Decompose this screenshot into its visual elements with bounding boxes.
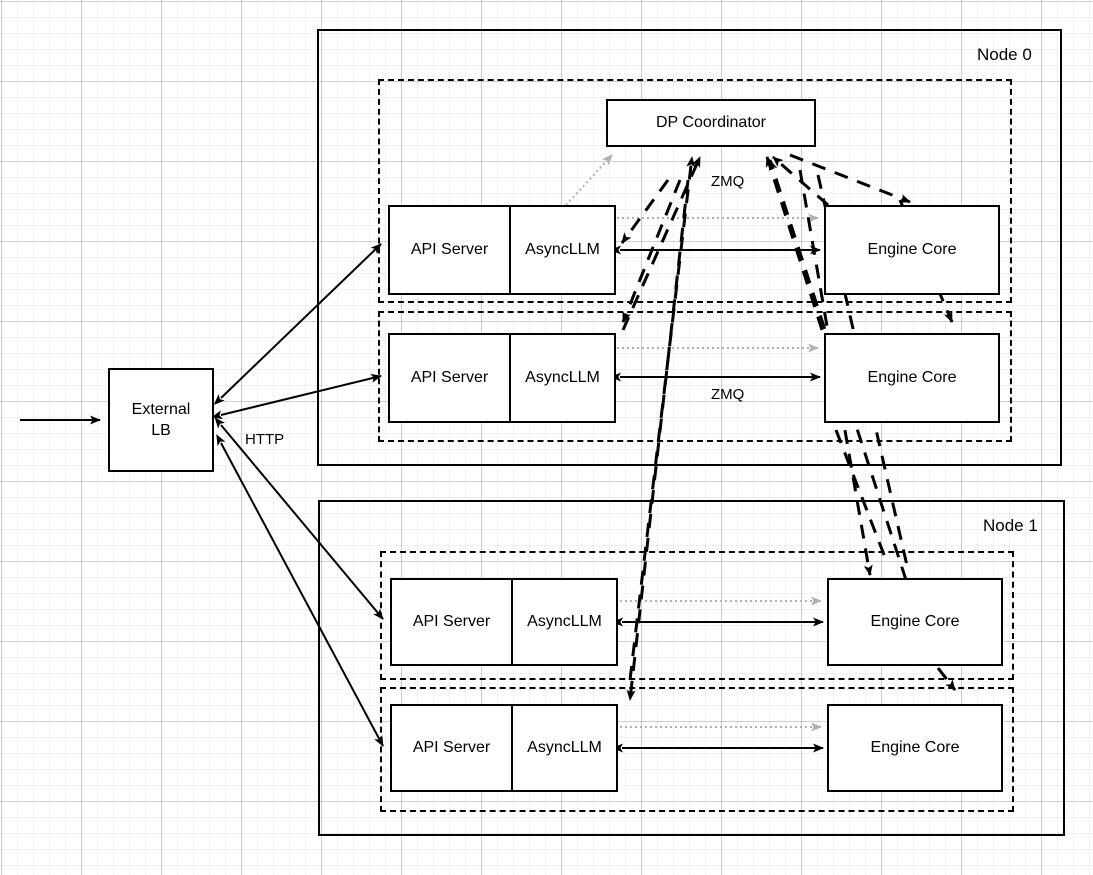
node-1-container [318, 500, 1065, 836]
node-0-rank-0-group [378, 79, 1012, 303]
node-0-container [317, 29, 1062, 466]
http-edge-label: HTTP [245, 431, 285, 448]
node-1-rank-1-engine-core-box[interactable]: Engine Core [827, 704, 1003, 792]
node-0-rank-0-engine-core-box[interactable]: Engine Core [824, 205, 1000, 295]
external-lb-box[interactable]: External LB [108, 368, 214, 472]
node-1-rank-1-asyncllm-label: AsyncLLM [527, 739, 602, 756]
external-lb-label-line1: External [131, 401, 191, 418]
node-0-rank-1-group [378, 311, 1012, 442]
node-0-rank-0-api-server-label: API Server [390, 207, 511, 293]
node-1-rank-1-api-server-box[interactable]: API Server AsyncLLM [390, 704, 618, 792]
node-0-rank-0-api-server-box[interactable]: API Server AsyncLLM [388, 205, 616, 295]
zmq-label-node0-top: ZMQ [711, 173, 745, 190]
node-1-rank-1-group [380, 687, 1014, 812]
node-1-rank-0-api-server-box[interactable]: API Server AsyncLLM [390, 578, 618, 666]
external-lb-label-line2: LB [151, 422, 171, 439]
node-0-rank-1-api-server-label: API Server [390, 335, 511, 421]
zmq-label-node0-bottom: ZMQ [711, 386, 745, 403]
node-1-label: Node 1 [983, 516, 1038, 535]
node-0-rank-1-engine-core-label: Engine Core [867, 369, 957, 386]
node-1-rank-0-engine-core-label: Engine Core [870, 613, 960, 630]
node-1-rank-0-group [380, 551, 1014, 680]
node-1-rank-0-asyncllm-label: AsyncLLM [527, 613, 602, 630]
node-0-rank-0-engine-core-label: Engine Core [867, 241, 957, 258]
node-0-rank-1-engine-core-box[interactable]: Engine Core [824, 333, 1000, 423]
dp-coordinator-label: DP Coordinator [656, 114, 766, 131]
node-1-rank-0-engine-core-box[interactable]: Engine Core [827, 578, 1003, 666]
node-0-rank-1-api-server-box[interactable]: API Server AsyncLLM [388, 333, 616, 423]
node-0-rank-0-asyncllm-label: AsyncLLM [525, 241, 600, 258]
node-1-rank-1-api-server-label: API Server [392, 706, 513, 790]
node-1-rank-0-api-server-label: API Server [392, 580, 513, 664]
node-0-label: Node 0 [977, 45, 1032, 64]
node-0-rank-1-asyncllm-label: AsyncLLM [525, 369, 600, 386]
node-1-rank-1-engine-core-label: Engine Core [870, 739, 960, 756]
dp-coordinator-box[interactable]: DP Coordinator [606, 99, 816, 147]
